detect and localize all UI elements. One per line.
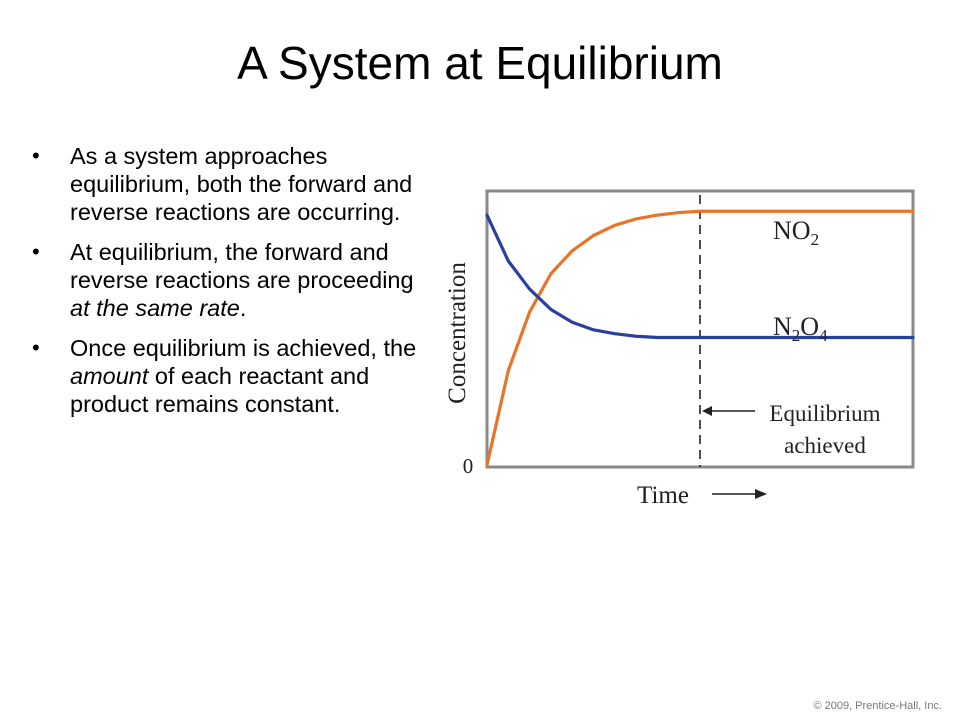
bullet-text: As a system approaches equilibrium, both… bbox=[70, 143, 413, 225]
series-label-part: 4 bbox=[819, 326, 828, 345]
bullet-item: • At equilibrium, the forward and reverse… bbox=[32, 238, 422, 322]
y-axis-label: Concentration bbox=[444, 262, 471, 404]
bullet-text: . bbox=[239, 295, 247, 321]
bullet-dot: • bbox=[32, 143, 40, 168]
series-label-part: 2 bbox=[792, 326, 801, 345]
x-axis-arrowhead-icon bbox=[755, 489, 767, 499]
series-line-n2o4 bbox=[485, 213, 915, 340]
series-label-part: 2 bbox=[811, 230, 820, 249]
bullet-list: • As a system approaches equilibrium, bot… bbox=[32, 142, 422, 430]
bullet-emphasis-text: amount bbox=[70, 363, 149, 389]
bullet-text: of each reactant and product remains con… bbox=[70, 363, 370, 417]
x-axis-label: Time bbox=[637, 482, 689, 509]
bullet-text: Once equilibrium is achieved, the bbox=[70, 335, 417, 361]
series-line-no2 bbox=[485, 209, 915, 467]
bullet-text: At equilibrium, the forward and reverse … bbox=[70, 239, 414, 293]
bullet-item: • Once equilibrium is achieved, the amoun… bbox=[32, 334, 422, 418]
annotation-text: achieved bbox=[784, 433, 866, 458]
y-origin-label: 0 bbox=[463, 454, 474, 478]
chart-svg: NO2N2O4EquilibriumachievedConcentration0… bbox=[444, 189, 915, 509]
series-label-no2: NO2 bbox=[773, 216, 819, 249]
series-label-n2o4: N2O4 bbox=[773, 312, 828, 345]
copyright-notice: © 2009, Prentice-Hall, Inc. bbox=[813, 700, 942, 712]
series-label-part: O bbox=[800, 312, 819, 341]
slide-title: A System at Equilibrium bbox=[237, 37, 723, 89]
annotation-arrowhead bbox=[702, 406, 712, 416]
series-label-part: NO bbox=[773, 216, 811, 245]
series-label-part: N bbox=[773, 312, 792, 341]
bullet-item: • As a system approaches equilibrium, bot… bbox=[32, 142, 422, 226]
bullet-dot: • bbox=[32, 335, 40, 360]
bullet-emphasis-text: at the same rate bbox=[70, 295, 240, 321]
bullet-dot: • bbox=[32, 239, 40, 264]
annotation-text: Equilibrium bbox=[769, 401, 880, 426]
